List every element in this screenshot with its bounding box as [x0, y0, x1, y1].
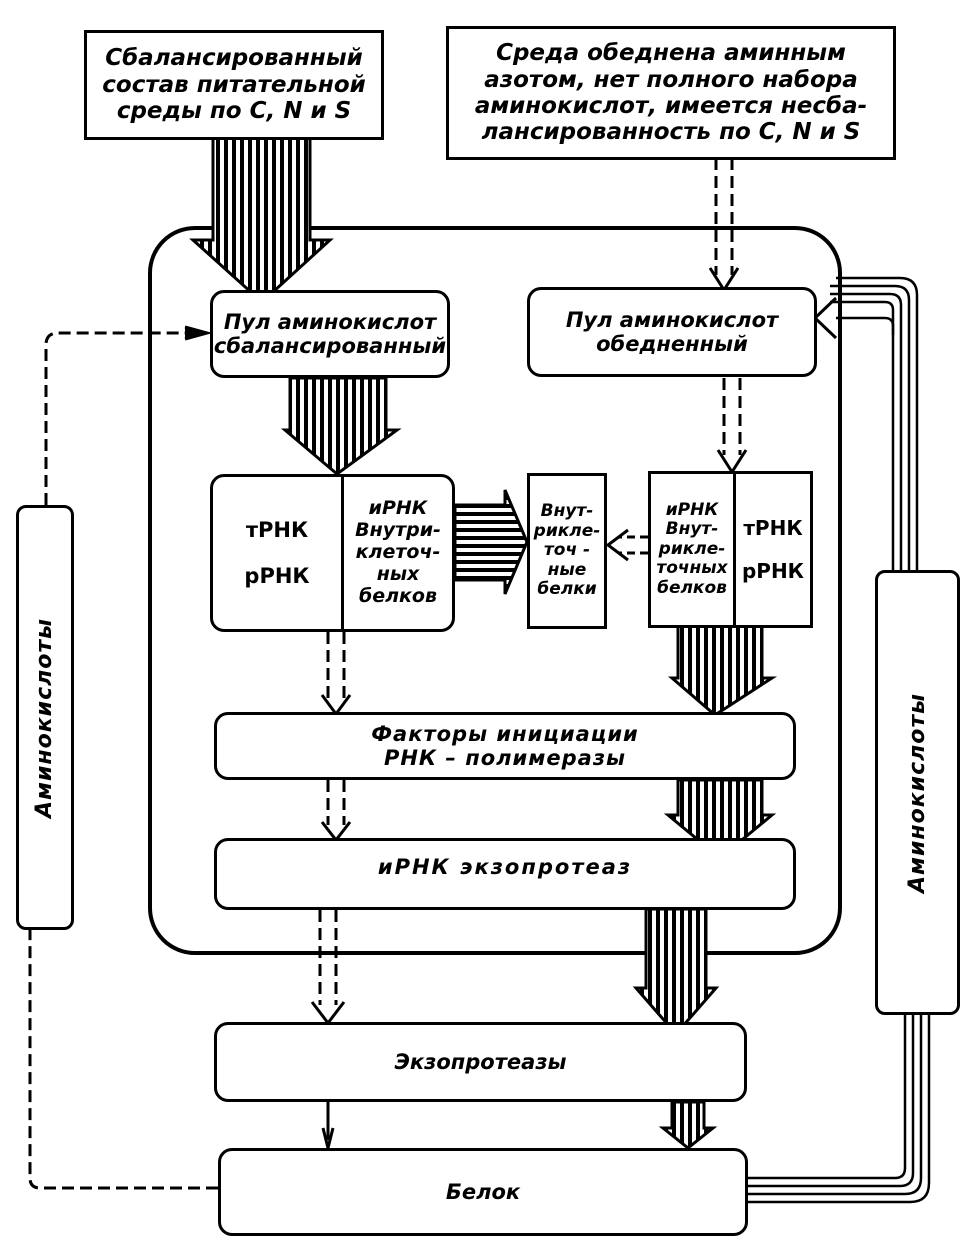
- arrow-right-mrna-to-proteins: [605, 528, 648, 562]
- arrow-depleted-pool-to-rna: [716, 378, 748, 475]
- exoproteases-box: Экзопротеазы: [214, 1022, 747, 1102]
- exoproteases-text: Экзопротеазы: [394, 1049, 567, 1074]
- loop-right-amino-acids: [748, 276, 931, 1204]
- depleted-pool-box: Пул аминокислот обедненный: [527, 287, 817, 377]
- balanced-pool-text: Пул аминокислот сбалансированный: [213, 309, 447, 358]
- right-mrna-label: иРНК Внут- рикле- точных белков: [656, 499, 728, 598]
- arrow-right-exoproteases-to-protein: [658, 1100, 718, 1150]
- right-rna-mrna: иРНК Внут- рикле- точных белков: [651, 474, 736, 625]
- intracellular-proteins-box: Внут- рикле- точ - ные белки: [527, 473, 607, 629]
- right-rna-box: иРНК Внут- рикле- точных белков тРНК рРН…: [648, 471, 813, 628]
- protein-box: Белок: [218, 1148, 748, 1236]
- cell-membrane: [148, 226, 842, 955]
- amino-acids-left-box: Аминокислоты: [16, 505, 74, 930]
- intracellular-proteins-text: Внут- рикле- точ - ные белки: [533, 501, 601, 600]
- right-rna-structural: тРНК рРНК: [736, 515, 810, 583]
- arrow-depleted-medium-to-pool: [708, 158, 740, 293]
- left-rna-mrna: иРНК Внутри- клеточ- ных белков: [344, 497, 452, 607]
- balanced-medium-text: Сбалансированный состав питательной сред…: [102, 45, 366, 125]
- arrow-right-rna-to-factors: [667, 624, 778, 717]
- amino-acids-left-text: Аминокислоты: [32, 617, 58, 818]
- arrow-left-factors-to-exo-mrna: [320, 780, 352, 843]
- right-rrna-label: рРНК: [741, 558, 805, 583]
- protein-text: Белок: [445, 1179, 521, 1204]
- arrow-left-mrna-to-proteins: [453, 489, 529, 595]
- initiation-factors-text: Факторы инициации РНК – полимеразы: [371, 721, 639, 770]
- amino-acids-right-box: Аминокислоты: [875, 570, 960, 1015]
- arrow-balanced-pool-to-rna: [280, 376, 402, 476]
- left-rna-box: тРНК рРНК иРНК Внутри- клеточ- ных белко…: [210, 474, 455, 632]
- depleted-pool-text: Пул аминокислот обедненный: [565, 307, 779, 356]
- arrow-left-exo-mrna-to-exoproteases: [310, 910, 346, 1026]
- exoprotease-mrna-box: иРНК экзопротеаз: [214, 838, 796, 910]
- initiation-factors-box: Факторы инициации РНК – полимеразы: [214, 712, 796, 780]
- left-trna-label: тРНК: [245, 517, 309, 542]
- balanced-medium-box: Сбалансированный состав питательной сред…: [84, 30, 384, 140]
- loop-left-amino-acids: [28, 325, 218, 1190]
- depleted-medium-text: Среда обеднена аминным азотом, нет полно…: [474, 40, 868, 146]
- balanced-pool-box: Пул аминокислот сбалансированный: [210, 290, 450, 378]
- left-rna-structural: тРНК рРНК: [213, 477, 344, 629]
- arrow-right-exo-mrna-to-exoproteases: [632, 907, 720, 1037]
- exoprotease-mrna-text: иРНК экзопротеаз: [377, 855, 633, 879]
- left-mrna-label: иРНК Внутри- клеточ- ных белков: [355, 497, 441, 607]
- left-rrna-label: рРНК: [244, 564, 310, 588]
- arrow-left-rna-to-factors: [320, 632, 352, 717]
- arrow-exoproteases-to-protein-left: [321, 1102, 335, 1149]
- arrow-right-factors-to-exo-mrna: [663, 778, 777, 860]
- amino-acids-right-text: Аминокислоты: [904, 692, 930, 893]
- depleted-medium-box: Среда обеднена аминным азотом, нет полно…: [446, 26, 896, 160]
- arrow-balanced-medium-to-pool: [189, 136, 334, 305]
- right-trna-label: тРНК: [743, 515, 803, 540]
